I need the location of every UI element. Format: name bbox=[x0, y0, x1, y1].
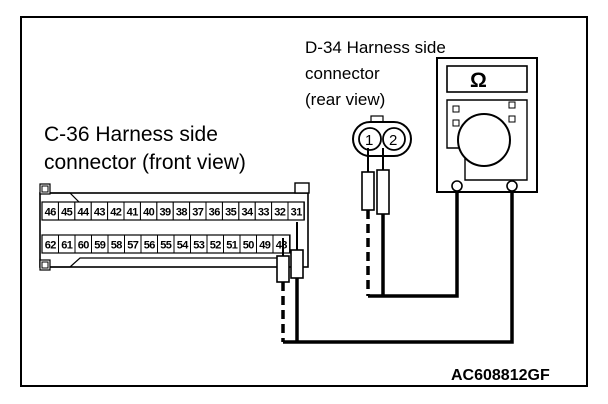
c36-bottom-pin-number: 59 bbox=[94, 240, 106, 252]
d34-pin-1-number: 1 bbox=[365, 132, 373, 149]
c36-bottom-pin-number: 55 bbox=[160, 240, 172, 252]
meter-lead-to-c36 bbox=[283, 191, 514, 344]
c36-bottom-pin-number: 61 bbox=[61, 240, 73, 252]
d34-label-line2: connector bbox=[305, 64, 380, 83]
c36-top-pin-number: 35 bbox=[225, 207, 237, 219]
ohm-symbol: Ω bbox=[470, 69, 487, 92]
c36-bottom-pin-number: 60 bbox=[78, 240, 90, 252]
c36-bottom-pin-number: 51 bbox=[226, 240, 238, 252]
meter-lead-to-d34 bbox=[368, 191, 459, 298]
d34-connector: 1 2 bbox=[352, 115, 412, 157]
ohmmeter: Ω bbox=[436, 57, 538, 193]
c36-top-pin-number: 45 bbox=[61, 207, 73, 219]
c36-connector: 46 45 44 43 42 41 40 39 38 37 36 35 34 33 32 31 62 61 60 5… bbox=[39, 182, 310, 271]
meter-dial bbox=[457, 113, 511, 167]
c36-top-pin-number: 33 bbox=[258, 207, 270, 219]
d34-label-line1: D-34 Harness side bbox=[305, 38, 446, 57]
d34-probe-dashed bbox=[361, 148, 375, 296]
c36-top-pin-number: 44 bbox=[77, 207, 90, 219]
c36-top-pin-number: 42 bbox=[110, 207, 122, 219]
meter-terminal-left bbox=[451, 180, 463, 192]
c36-top-pin-number: 38 bbox=[176, 207, 188, 219]
c36-probe-solid bbox=[290, 222, 304, 342]
c36-top-pin-number: 40 bbox=[143, 207, 155, 219]
c36-bottom-pin-number: 49 bbox=[259, 240, 271, 252]
figure-code: AC608812GF bbox=[451, 367, 550, 384]
c36-bottom-pin-number: 62 bbox=[45, 240, 57, 252]
c36-label-line2: connector (front view) bbox=[44, 151, 246, 174]
c36-bottom-pin-number: 53 bbox=[193, 240, 205, 252]
c36-probe-dashed bbox=[276, 238, 290, 342]
d34-pin-1-cavity bbox=[358, 127, 382, 151]
c36-top-pin-number: 32 bbox=[274, 207, 286, 219]
c36-bottom-pin-number: 48 bbox=[276, 240, 288, 252]
c36-bottom-pin-number: 56 bbox=[144, 240, 156, 252]
c36-bottom-pin-number: 50 bbox=[243, 240, 255, 252]
meter-terminal-right bbox=[506, 180, 518, 192]
meter-display bbox=[446, 65, 528, 93]
d34-label-line3: (rear view) bbox=[305, 90, 385, 109]
d34-pin-2-number: 2 bbox=[389, 132, 397, 149]
c36-top-pin-number: 37 bbox=[192, 207, 204, 219]
figure-frame bbox=[20, 16, 588, 387]
c36-top-pin-number: 41 bbox=[127, 207, 139, 219]
c36-bottom-pin-number: 52 bbox=[210, 240, 222, 252]
c36-label-line1: C-36 Harness side bbox=[44, 123, 218, 146]
c36-top-pin-number: 36 bbox=[209, 207, 221, 219]
d34-probe-solid bbox=[376, 148, 390, 296]
c36-bottom-pin-number: 57 bbox=[127, 240, 139, 252]
c36-bottom-pin-number: 54 bbox=[177, 240, 190, 252]
c36-top-pin-cell bbox=[287, 201, 305, 221]
c36-top-pin-number: 31 bbox=[291, 207, 303, 219]
d34-pin-2-cavity bbox=[382, 127, 406, 151]
c36-top-pin-number: 39 bbox=[159, 207, 171, 219]
c36-top-pin-number: 34 bbox=[241, 207, 254, 219]
c36-bottom-pin-cell bbox=[272, 234, 290, 254]
c36-top-pin-number: 46 bbox=[45, 207, 57, 219]
c36-bottom-pin-number: 58 bbox=[111, 240, 123, 252]
c36-top-pin-number: 43 bbox=[94, 207, 106, 219]
